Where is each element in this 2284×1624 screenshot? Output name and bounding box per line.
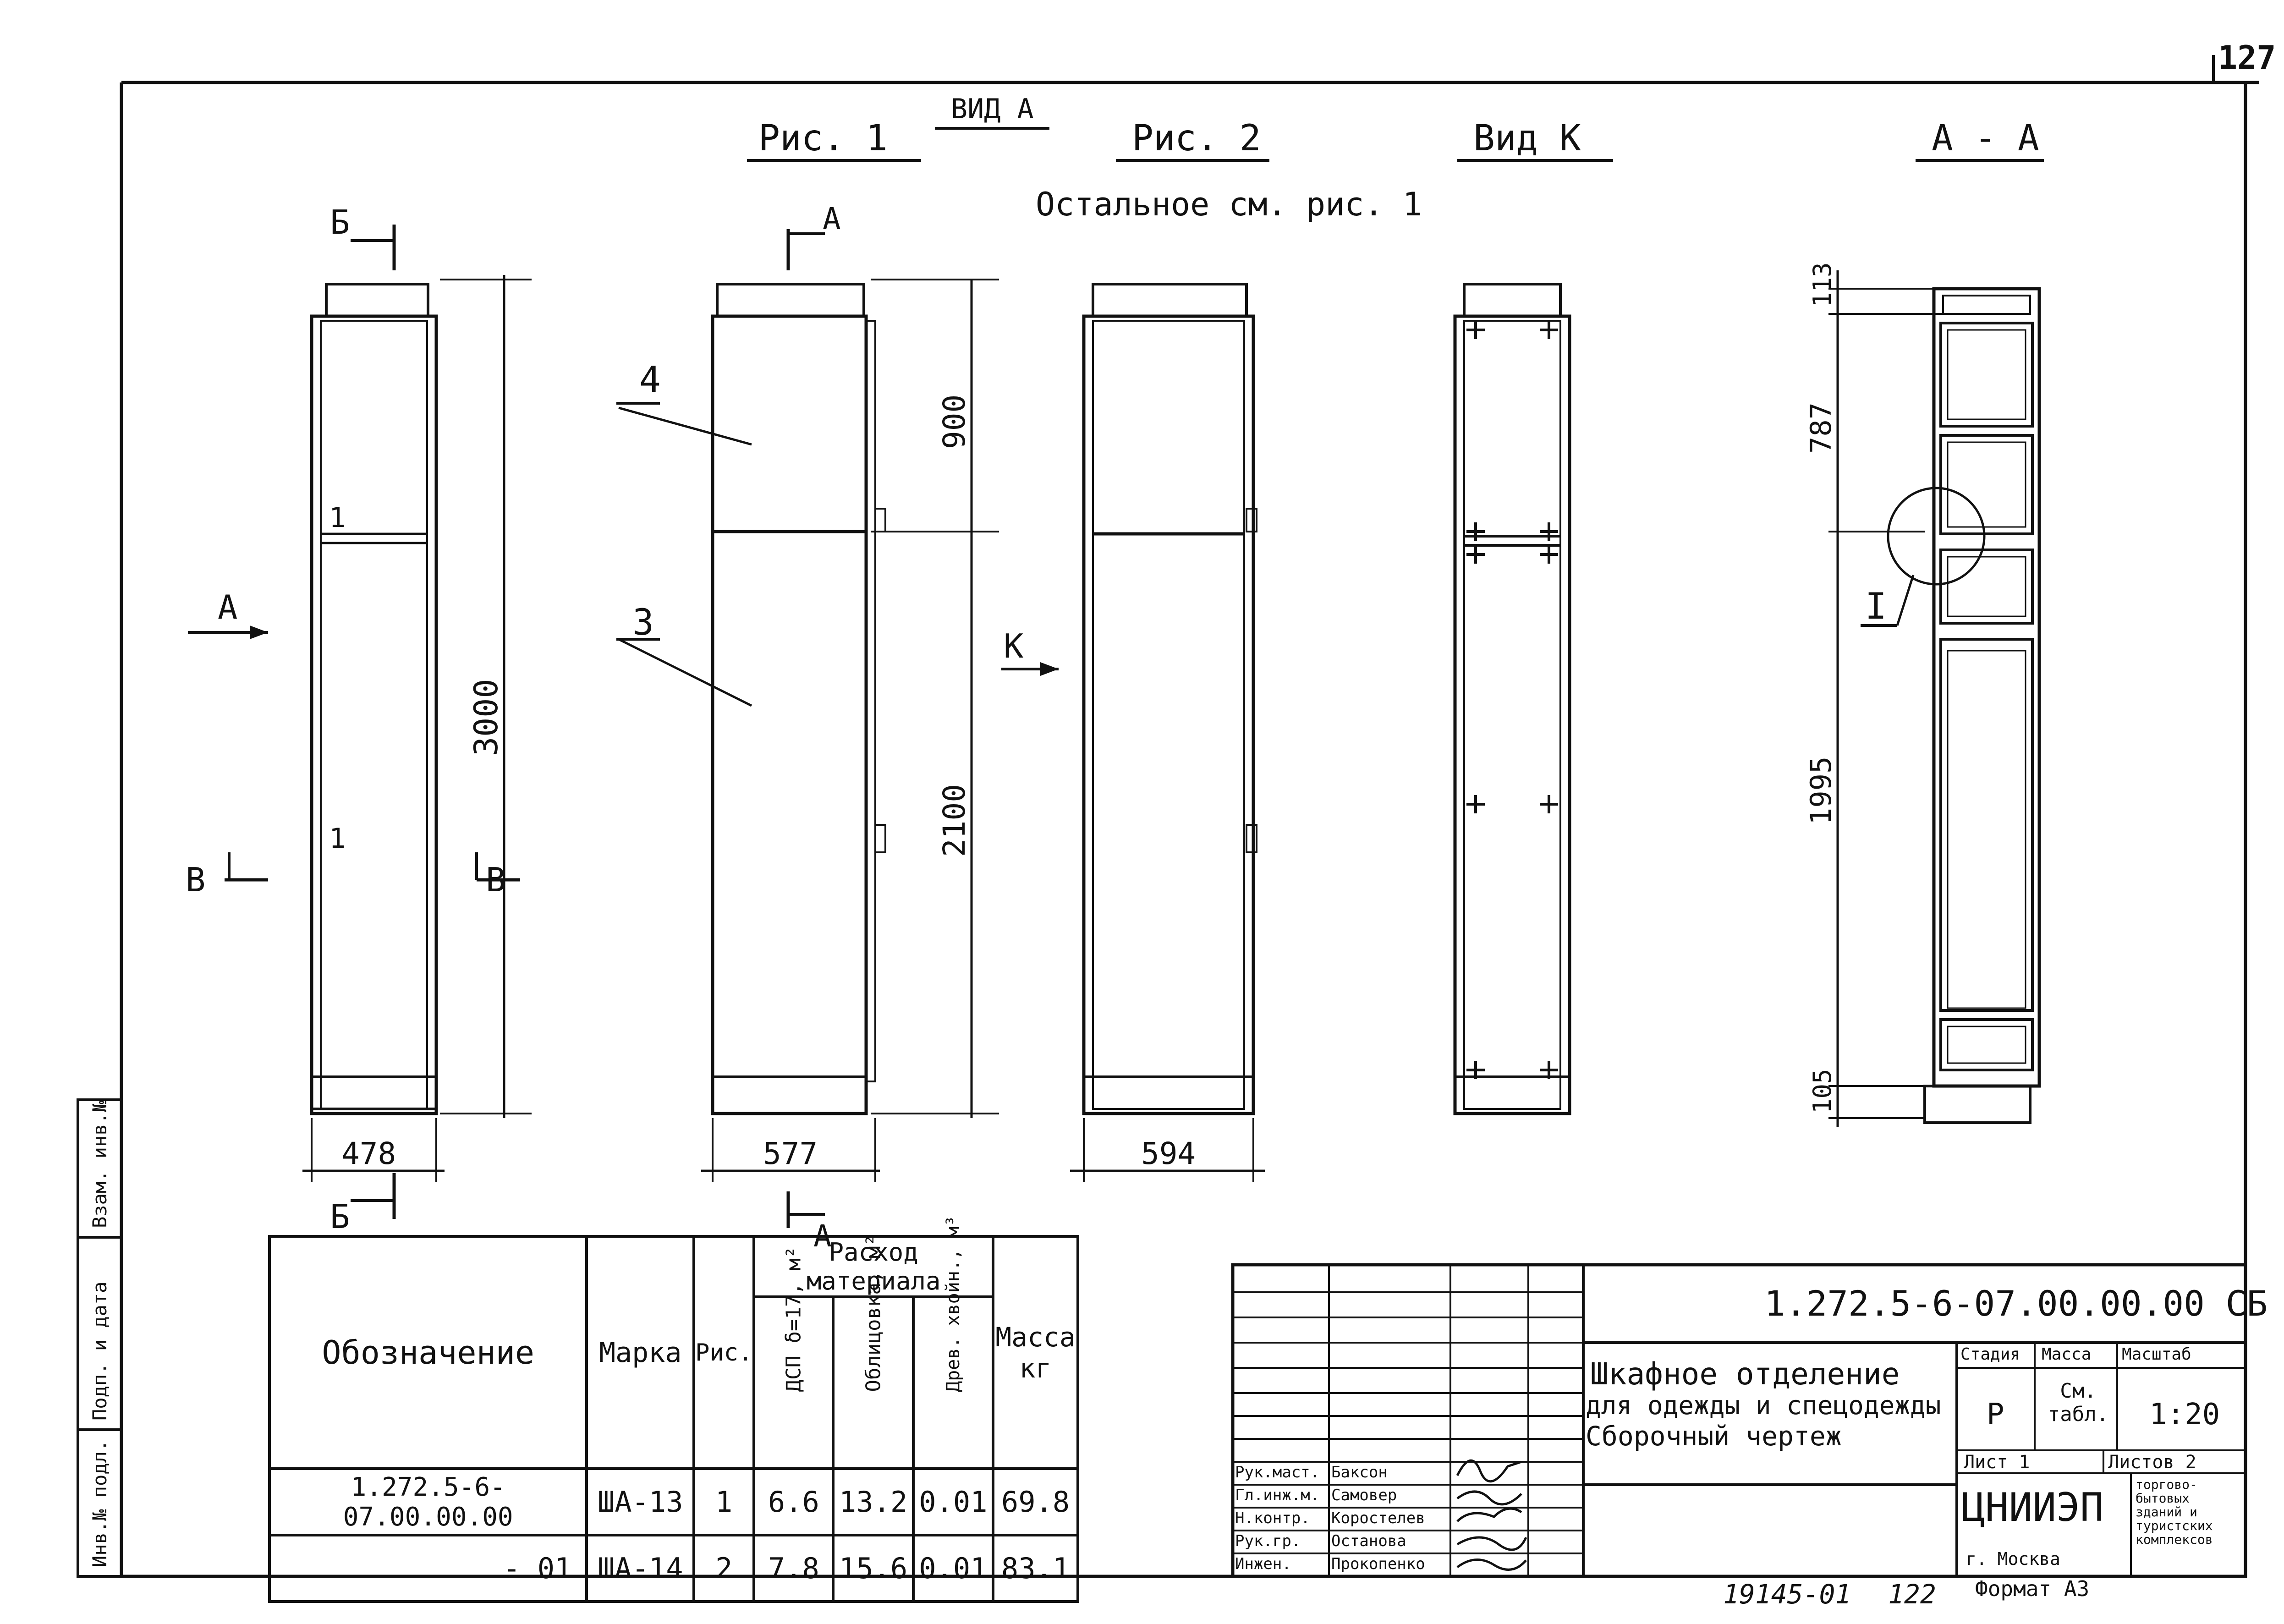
dim-105: 105 [1808, 1069, 1837, 1114]
header-vid-k: Вид К [1473, 118, 1581, 159]
th-wood: Древ. хвойн., м³ [911, 1215, 995, 1470]
sig-role-1: Рук.маст. [1235, 1463, 1320, 1481]
callout-4: 4 [639, 359, 661, 401]
label-v-left: В [186, 861, 205, 899]
th-dsp: ДСП δ=17, м² [752, 1246, 835, 1470]
stamp-podp-data: Подп. и дата [88, 1282, 111, 1421]
spec-table: Обозначение Марка Рис. Расход материала … [268, 1215, 1079, 1603]
sig-role-3: Н.контр. [1235, 1509, 1310, 1527]
cell-designation: 1.272.5-6-07.00.00.00 [268, 1467, 588, 1536]
sheets-total: Листов 2 [2108, 1452, 2196, 1473]
label-node-I: I [1865, 586, 1887, 627]
cell-fig: 2 [692, 1534, 756, 1603]
sig-role-4: Рук.гр. [1235, 1532, 1301, 1550]
mass-header: Масса [2042, 1345, 2092, 1364]
header-section-aa: А - А [1932, 118, 2039, 159]
view-k-back [1453, 283, 1571, 1115]
view-side-478 [188, 225, 532, 1219]
view-fig1-577 [618, 229, 999, 1228]
cell-mark: ША-14 [585, 1534, 696, 1603]
stamp-inv-podl: Инв.№ подл. [88, 1440, 111, 1567]
dim-113: 113 [1808, 262, 1837, 307]
format-label: Формат А3 [1975, 1576, 2090, 1601]
cell-designation: - 01 [268, 1534, 588, 1603]
cell-fig: 1 [692, 1467, 756, 1536]
callout-1-bottom: 1 [329, 823, 346, 855]
cell-mass: 83.1 [992, 1534, 1079, 1603]
th-cladding: Облицовка, м² [832, 1234, 915, 1470]
scale-value: 1:20 [2149, 1398, 2220, 1432]
stamp-vzam-inv: Взам. инв.№ [88, 1100, 111, 1228]
title-line-2: для одежды и спецодежды [1586, 1391, 1941, 1421]
label-arrow-k: К [1004, 627, 1024, 665]
th-fig: Рис. [692, 1235, 756, 1470]
sig-name-3: Коростелев [1331, 1509, 1425, 1527]
org-subtitle: торгово-бытовых зданий и туристских комп… [2136, 1477, 2213, 1547]
header-ris1: Рис. 1 [758, 118, 888, 159]
title-line-1: Шкафное отделение [1590, 1356, 1900, 1392]
mass-value: См. табл. [2048, 1379, 2109, 1426]
archive-number: 19145-01 [1723, 1579, 1851, 1610]
cell-dsp: 7.8 [752, 1534, 835, 1603]
view-section-aa [1828, 270, 2041, 1127]
header-note: Остальное см. рис. 1 [1036, 186, 1422, 223]
cell-wood: 0.01 [911, 1467, 995, 1536]
label-arrow-a: А [218, 588, 237, 626]
cell-dsp: 6.6 [752, 1467, 835, 1536]
label-a-top: А [823, 201, 841, 236]
signature-scribbles [1456, 1459, 1527, 1571]
th-designation: Обозначение [268, 1235, 588, 1470]
th-consumption: Расход материала [752, 1235, 995, 1298]
footer-page: 122 [1888, 1579, 1936, 1610]
title-line-3: Сборочный чертеж [1586, 1421, 1842, 1452]
table-row: 1.272.5-6-07.00.00.00 ША-13 1 6.6 13.2 0… [268, 1467, 1079, 1536]
sig-name-1: Баксон [1331, 1463, 1388, 1481]
scale-header: Масштаб [2122, 1345, 2191, 1364]
dim-478: 478 [341, 1136, 396, 1171]
th-mass: Масса кг [992, 1235, 1079, 1470]
label-b-top: Б [330, 203, 350, 241]
sheet-number: Лист 1 [1964, 1452, 2030, 1473]
dim-577: 577 [763, 1136, 818, 1171]
callout-1-top: 1 [329, 502, 346, 534]
dim-3000: 3000 [467, 679, 505, 756]
title-block-frame [1231, 1263, 2247, 1578]
dim-594: 594 [1141, 1136, 1196, 1171]
label-v-right: В [486, 861, 505, 899]
label-b-bottom: Б [330, 1197, 350, 1236]
table-row: - 01 ША-14 2 7.8 15.6 0.01 83.1 [268, 1534, 1079, 1603]
org-city: г. Москва [1966, 1549, 2060, 1569]
drawing-code: 1.272.5-6-07.00.00.00 СБ [1764, 1283, 2268, 1324]
sig-name-4: Останова [1331, 1532, 1406, 1550]
dim-787: 787 [1804, 402, 1838, 454]
view-fig2-594 [1001, 283, 1265, 1182]
sig-role-5: Инжен. [1235, 1555, 1291, 1573]
th-mark: Марка [585, 1235, 696, 1470]
sig-name-2: Самовер [1331, 1486, 1397, 1504]
sig-name-5: Прокопенко [1331, 1555, 1425, 1573]
cell-mark: ША-13 [585, 1467, 696, 1536]
org-name: ЦНИИЭП [1961, 1485, 2104, 1531]
cell-cladding: 15.6 [832, 1534, 915, 1603]
cell-cladding: 13.2 [832, 1467, 915, 1536]
callout-3: 3 [632, 602, 654, 643]
dim-1995: 1995 [1804, 757, 1838, 825]
page-number: 127 [2218, 39, 2276, 77]
dim-900: 900 [937, 395, 972, 449]
stage-value: Р [1987, 1398, 2004, 1432]
header-vid-a: ВИД А [951, 93, 1034, 125]
stage-header: Стадия [1960, 1345, 2020, 1364]
dim-2100: 2100 [937, 784, 972, 857]
cell-wood: 0.01 [911, 1534, 995, 1603]
cell-mass: 69.8 [992, 1467, 1079, 1536]
header-ris2: Рис. 2 [1132, 118, 1261, 159]
sig-role-2: Гл.инж.м. [1235, 1486, 1320, 1504]
